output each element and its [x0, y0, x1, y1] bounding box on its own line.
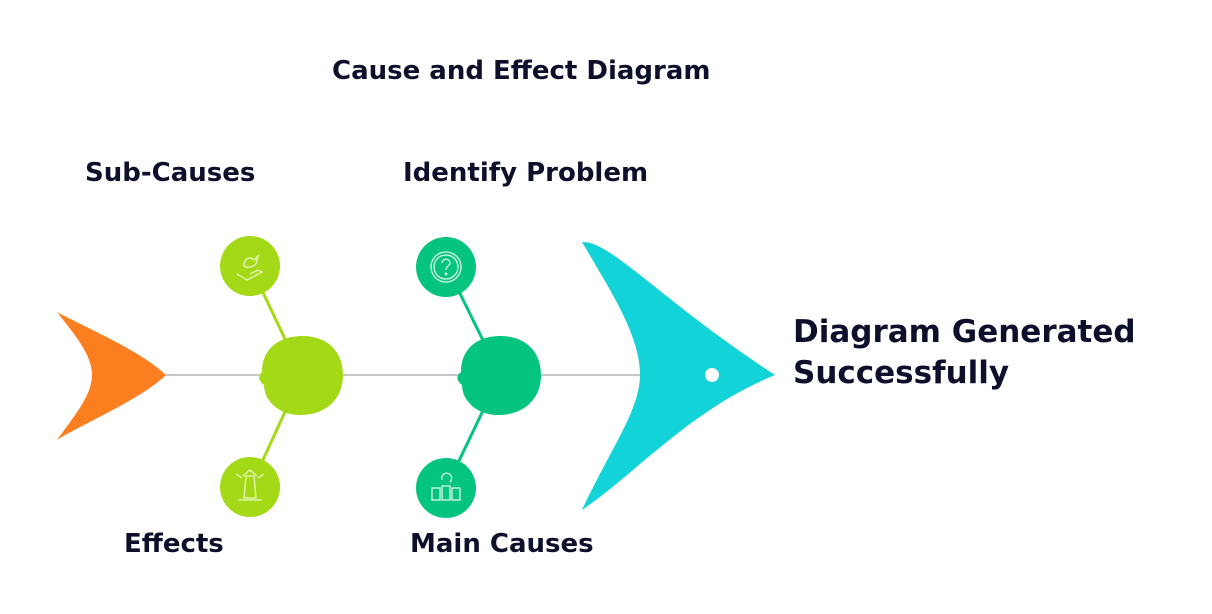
- label-sub-causes: Sub-Causes: [85, 158, 256, 188]
- fish-head: [582, 241, 775, 510]
- diagram-title: Cause and Effect Diagram: [332, 56, 711, 86]
- question-node[interactable]: [416, 237, 476, 297]
- fish-tail: [57, 312, 166, 440]
- result-line-2: Successfully: [793, 355, 1010, 391]
- dove-node[interactable]: [220, 236, 280, 296]
- label-identify-problem: Identify Problem: [403, 158, 649, 188]
- label-main-causes: Main Causes: [410, 529, 594, 559]
- label-effects: Effects: [124, 529, 224, 559]
- recycle-node[interactable]: [416, 458, 476, 518]
- result-message: Diagram Generated Successfully: [793, 312, 1136, 394]
- dove-hand-icon: [236, 253, 264, 281]
- question-circle-icon: [430, 251, 462, 283]
- main-causes-node: [457, 336, 541, 415]
- fish-eye: [705, 368, 719, 382]
- sub-causes-node: [259, 336, 343, 415]
- result-line-1: Diagram Generated: [793, 314, 1136, 350]
- lighthouse-node[interactable]: [220, 457, 280, 517]
- lighthouse-icon: [235, 469, 265, 501]
- recycle-bins-icon: [431, 472, 461, 501]
